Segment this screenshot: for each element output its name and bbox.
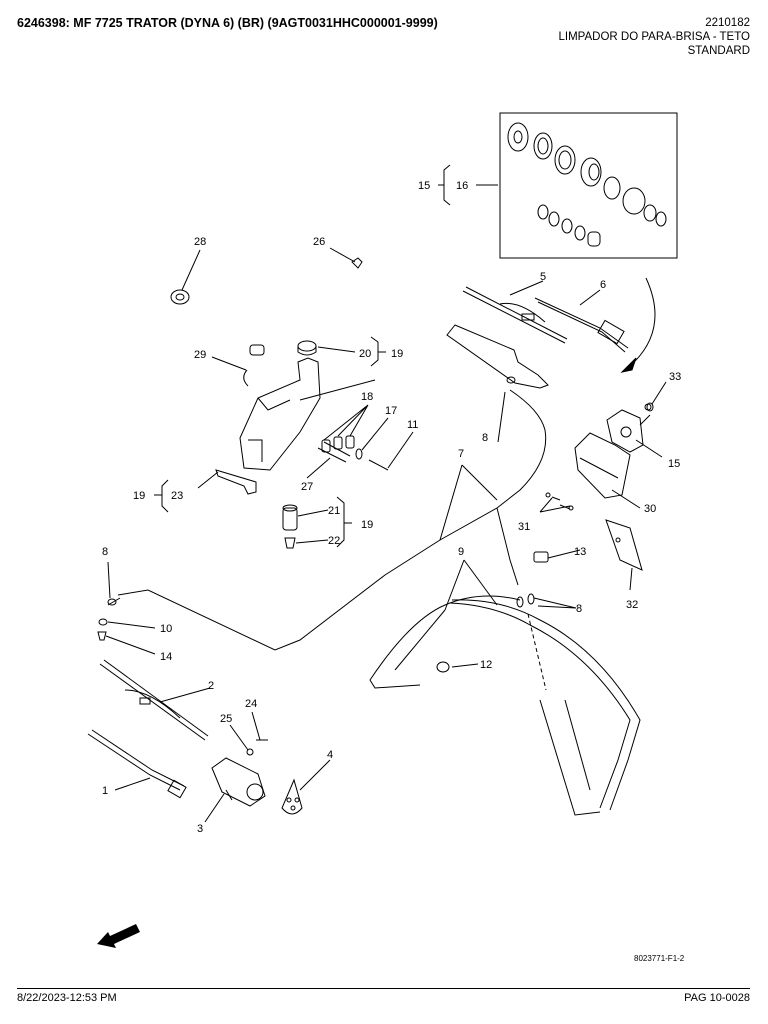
wiper-arm-part-6 [534, 297, 629, 353]
diagram-reference: 8023771-F1-2 [634, 954, 685, 963]
tank-bracket-part-23 [215, 469, 257, 495]
gasket-hole [615, 537, 621, 543]
callout-21: 21 [328, 505, 340, 517]
variant-label: STANDARD [687, 45, 750, 57]
callout-31: 31 [518, 521, 530, 533]
tank-cap-part-20 [297, 340, 317, 356]
callout-14: 14 [160, 651, 172, 663]
callout-25: 25 [220, 713, 232, 725]
sleeve-part-27 [317, 447, 347, 463]
callout-19-left: 19 [133, 490, 145, 502]
connector-part-8-top [506, 376, 516, 384]
page-title: 6246398: MF 7725 TRATOR (DYNA 6) (BR) (9… [17, 16, 438, 30]
washer-hose-part-9 [369, 595, 641, 816]
callout-18: 18 [361, 391, 373, 403]
callout-16: 16 [456, 180, 468, 192]
detail-box [499, 112, 678, 259]
callout-9: 9 [458, 546, 464, 558]
callout-5: 5 [540, 271, 546, 283]
bracket-19-top [370, 336, 386, 367]
washer-part-25 [246, 748, 254, 756]
header-info: 2210182 LIMPADOR DO PARA-BRISA - TETO ST… [559, 16, 751, 58]
callout-6: 6 [600, 279, 606, 291]
callout-30: 30 [644, 503, 656, 515]
callout-8-left: 8 [102, 546, 108, 558]
connector-plug-part-4 [281, 778, 303, 815]
callout-20: 20 [359, 348, 371, 360]
curved-arrow-head [620, 357, 637, 373]
wiper-blade-part-5 [462, 286, 568, 344]
callout-22: 22 [328, 535, 340, 547]
callout-19-right: 19 [361, 519, 373, 531]
washer-part-33 [646, 402, 654, 412]
dashed-guide [527, 613, 547, 691]
footer-page-number: PAG 10-0028 [684, 992, 750, 1004]
curved-arrow [629, 277, 656, 367]
direction-arrow-icon [97, 924, 140, 948]
callout-10: 10 [160, 623, 172, 635]
washer-hose-part-7 [107, 389, 547, 651]
callout-4: 4 [327, 749, 333, 761]
callout-8-right: 8 [576, 603, 582, 615]
grommet-part-29 [243, 344, 265, 387]
screw-part-31 [545, 492, 574, 511]
callout-7: 7 [458, 448, 464, 460]
callout-19-top: 19 [391, 348, 403, 360]
connector-part-8-left [107, 598, 117, 606]
callout-12: 12 [480, 659, 492, 671]
washer-pump-part-21 [282, 504, 298, 531]
bracket-19-left [154, 479, 169, 513]
callout-labels: 15 16 5 6 33 15 30 31 8 7 13 9 8 32 12 2… [102, 180, 685, 963]
section-title: LIMPADOR DO PARA-BRISA - TETO [558, 31, 751, 43]
washer-part-17 [355, 448, 363, 460]
callout-26: 26 [313, 236, 325, 248]
seal-part-22 [284, 537, 296, 549]
callout-15-right: 15 [668, 458, 680, 470]
callout-24: 24 [245, 698, 257, 710]
washer-tank-part-19 [239, 357, 321, 471]
callout-23: 23 [171, 490, 183, 502]
callout-33: 33 [669, 371, 681, 383]
bracket-15-16 [438, 164, 451, 206]
connector-part-8-right-b [527, 593, 535, 605]
wiper-arm-part-1 [87, 729, 187, 799]
grommet-part-28 [170, 289, 190, 305]
callout-27: 27 [301, 481, 313, 493]
bolt-part-11 [368, 459, 389, 471]
nozzle-part-10 [98, 618, 108, 626]
callout-2: 2 [208, 680, 214, 692]
grommet-part-12 [436, 661, 450, 673]
wiper-motor-part-3 [211, 757, 266, 807]
callout-15-top: 15 [418, 180, 430, 192]
callout-32: 32 [626, 599, 638, 611]
diagram-code: 2210182 [705, 17, 750, 29]
nut-part-14 [97, 631, 107, 641]
callout-13: 13 [574, 546, 586, 558]
callout-3: 3 [197, 823, 203, 835]
hose-loop-top [446, 324, 549, 389]
motor-cover-part-30 [574, 432, 631, 499]
footer-divider [17, 988, 750, 989]
footer-timestamp: 8/22/2023-12:53 PM [17, 992, 117, 1004]
bracket-19-right [336, 496, 352, 548]
leader-lines [105, 184, 667, 823]
clip-part-13 [533, 551, 549, 563]
callout-29: 29 [194, 349, 206, 361]
callout-17: 17 [385, 405, 397, 417]
wiper-blade-part-2 [99, 659, 209, 741]
sleeve-part-27-edge [323, 441, 351, 457]
nut-part-26 [351, 257, 363, 269]
bearing-kit-part-16 [507, 122, 667, 247]
callout-8-top: 8 [482, 432, 488, 444]
callout-28: 28 [194, 236, 206, 248]
callout-1: 1 [102, 785, 108, 797]
connector-part-8-right-a [516, 596, 524, 608]
callout-11: 11 [407, 419, 418, 431]
gasket-part-32 [605, 519, 643, 571]
